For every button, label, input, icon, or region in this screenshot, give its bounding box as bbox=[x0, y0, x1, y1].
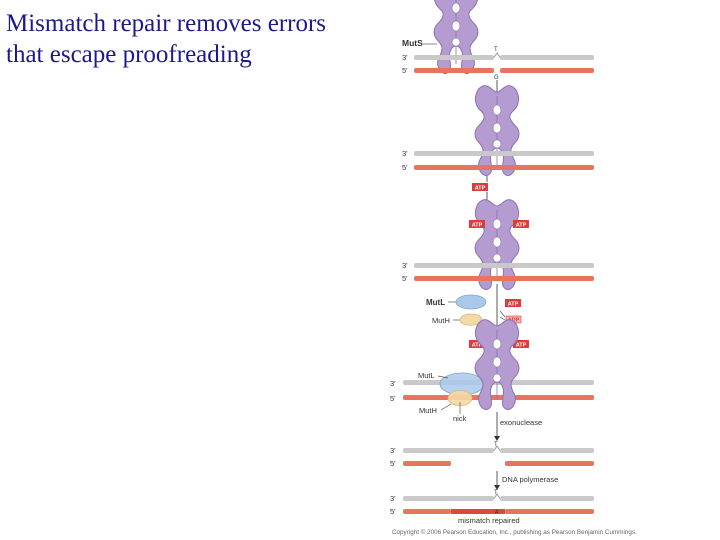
atp-badge-label: ATP bbox=[508, 302, 519, 308]
adp-badge-label: ADP bbox=[508, 318, 520, 324]
mismatch-repaired-label: mismatch repaired bbox=[458, 516, 520, 525]
muts-protein-4 bbox=[474, 319, 520, 410]
atp-badge-label: ATP bbox=[516, 223, 527, 229]
strand-5-label: 5' bbox=[402, 163, 408, 172]
nick-label: nick bbox=[453, 414, 467, 423]
template-bump bbox=[493, 493, 501, 499]
new-strand bbox=[414, 165, 594, 170]
new-strand bbox=[403, 395, 594, 400]
panel-2-muts-clamp: 3' 5' ATP bbox=[402, 85, 594, 211]
strand-3-label: 3' bbox=[402, 53, 408, 62]
mutl-label: MutL bbox=[426, 298, 445, 307]
new-strand-right bbox=[505, 461, 594, 466]
muts-protein-1 bbox=[433, 0, 479, 74]
strand-5-label: 5' bbox=[390, 459, 396, 468]
template-strand bbox=[500, 496, 594, 501]
panel-3-muts-atp: ATP ATP 3' 5' bbox=[402, 199, 594, 339]
step-arrow-head bbox=[494, 485, 500, 490]
muth-label-2: MutH bbox=[419, 406, 437, 415]
mutl-protein bbox=[455, 294, 487, 310]
panel-4-repair-complex: ATP ATP MutL 3' 5' MutH nick exonuclease bbox=[390, 319, 594, 441]
muth-pointer bbox=[440, 403, 452, 411]
title-line-2: that escape proofreading bbox=[6, 41, 252, 68]
muth-protein-bound bbox=[447, 390, 473, 406]
slide-title: Mismatch repair removes errors that esca… bbox=[6, 8, 406, 70]
template-bump bbox=[493, 445, 501, 451]
template-strand bbox=[500, 55, 594, 60]
copyright-notice: Copyright © 2006 Pearson Education, Inc.… bbox=[392, 529, 637, 536]
strand-3-label: 3' bbox=[402, 261, 408, 270]
template-strand bbox=[414, 55, 494, 60]
new-strand bbox=[500, 68, 594, 73]
strand-5-label: 5' bbox=[390, 507, 396, 516]
repaired-strand-segment bbox=[451, 509, 505, 514]
strand-3-label: 3' bbox=[390, 379, 396, 388]
muts-protein-2 bbox=[474, 85, 520, 176]
muts-label: MutS bbox=[402, 38, 423, 48]
mismatch-base-t: T bbox=[494, 442, 498, 448]
new-strand-right bbox=[505, 509, 594, 514]
mismatch-base-t: T bbox=[494, 47, 498, 53]
strand-5-label: 5' bbox=[402, 274, 408, 283]
template-strand bbox=[403, 496, 494, 501]
template-strand bbox=[414, 263, 594, 268]
panel-6-repaired: T 3' 5' A mismatch repaired bbox=[390, 490, 594, 525]
atp-badge-label: ATP bbox=[475, 186, 486, 192]
template-strand bbox=[500, 448, 594, 453]
panel-5-excision: T 3' 5' DNA polymerase bbox=[390, 442, 594, 490]
step-arrow-head bbox=[494, 436, 500, 441]
repaired-base-a: A bbox=[495, 510, 499, 516]
mutl-label-2: MutL bbox=[418, 371, 435, 380]
mismatch-kink bbox=[493, 52, 501, 58]
mutl-pointer bbox=[437, 375, 449, 379]
muth-label: MutH bbox=[432, 316, 450, 325]
new-strand bbox=[414, 276, 594, 281]
new-strand bbox=[414, 68, 494, 73]
template-strand bbox=[414, 151, 594, 156]
atp-badge-label: ATP bbox=[472, 343, 483, 349]
new-strand-left bbox=[403, 461, 451, 466]
atp-badge-label: ATP bbox=[472, 223, 483, 229]
atp-badge-label: ATP bbox=[516, 343, 527, 349]
strand-5-label: 5' bbox=[390, 394, 396, 403]
strand-5-label: 5' bbox=[402, 66, 408, 75]
strand-3-label: 3' bbox=[390, 446, 396, 455]
title-line-1: Mismatch repair removes errors bbox=[6, 10, 327, 37]
mutl-muth-recruitment: MutL ATP MutH ADP bbox=[426, 294, 522, 326]
template-strand bbox=[403, 448, 494, 453]
strand-3-label: 3' bbox=[402, 149, 408, 158]
mismatch-base-t: T bbox=[494, 490, 498, 496]
mismatch-base-g: G bbox=[494, 75, 499, 81]
new-strand-left bbox=[403, 509, 451, 514]
strand-3-label: 3' bbox=[390, 494, 396, 503]
panel-1-muts-binding: MutS 3' 5' T G bbox=[402, 0, 594, 97]
exonuclease-label: exonuclease bbox=[500, 418, 542, 427]
binding-arrow bbox=[499, 310, 506, 321]
dna-polymerase-label: DNA polymerase bbox=[502, 475, 558, 484]
